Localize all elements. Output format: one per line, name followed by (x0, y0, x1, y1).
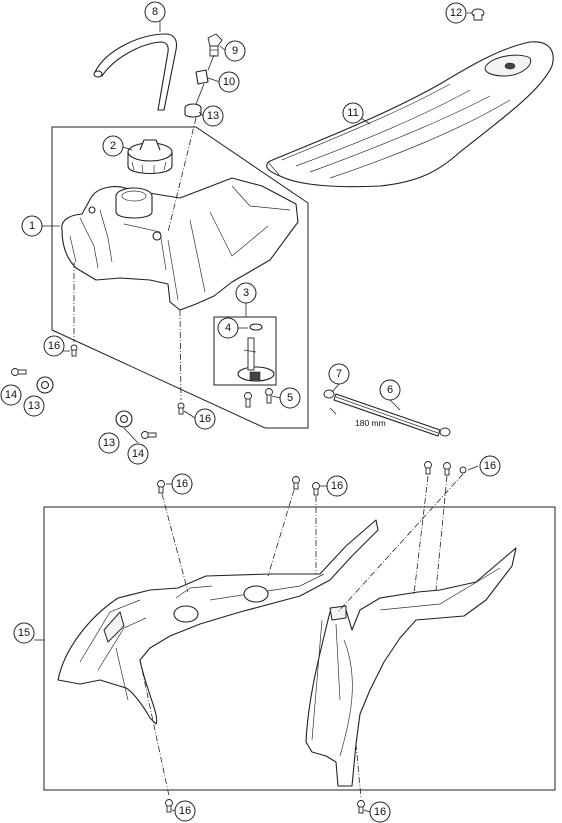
callout-16-panel-top-mid: 16 (326, 475, 348, 497)
svg-text:16: 16 (484, 460, 496, 472)
callout-6: 6 (379, 379, 401, 401)
callout-15: 15 (13, 622, 35, 644)
side-panel-right (305, 547, 517, 787)
tank-screw-16b (177, 402, 185, 415)
panel-dash-2 (267, 489, 295, 577)
tank-screw-16a (70, 344, 78, 357)
panel-dash-8 (355, 743, 362, 799)
valve-leader-line (195, 54, 215, 105)
svg-text:6: 6 (387, 384, 393, 396)
svg-text:5: 5 (287, 392, 293, 404)
callout-13-top: 13 (202, 105, 224, 127)
callout-13-left: 13 (23, 395, 45, 417)
svg-text:15: 15 (18, 627, 30, 639)
callout-16-panel-top-right: 16 (479, 455, 501, 477)
rubber-bushing-top (184, 103, 202, 118)
panel-dash-7 (139, 659, 170, 797)
fuel-tap (237, 337, 275, 382)
svg-text:10: 10 (223, 76, 235, 88)
svg-text:14: 14 (132, 448, 144, 460)
svg-text:13: 13 (103, 437, 115, 449)
svg-text:16: 16 (48, 340, 60, 352)
side-panel-left (57, 519, 379, 725)
vent-dash (167, 117, 197, 233)
callout-16-tank-left: 16 (43, 335, 65, 357)
panel-screw-top-mid2 (312, 482, 320, 496)
svg-text:9: 9 (232, 45, 238, 57)
svg-text:3: 3 (243, 287, 249, 299)
svg-text:8: 8 (152, 6, 158, 18)
fuel-tap-group-frame (213, 316, 277, 386)
svg-text:1: 1 (29, 220, 35, 232)
panel-dash-6 (337, 473, 464, 613)
vent-hose (93, 33, 178, 111)
seat-screw (471, 8, 485, 21)
svg-text:16: 16 (199, 413, 211, 425)
callout-10: 10 (218, 71, 240, 93)
svg-text:7: 7 (336, 368, 342, 380)
svg-text:12: 12 (450, 7, 462, 19)
callout-1: 1 (21, 215, 43, 237)
callout-12: 12 (445, 2, 467, 24)
svg-text:16: 16 (374, 806, 386, 818)
callout-14-left: 14 (0, 384, 22, 406)
o-ring (249, 323, 263, 331)
tank-bushing-left (36, 376, 54, 394)
callout-11: 11 (342, 102, 364, 124)
panel-screw-top-left (157, 480, 165, 494)
svg-text:16: 16 (179, 805, 191, 817)
hose-length-label: 180 mm (355, 418, 386, 428)
svg-text:16: 16 (176, 478, 188, 490)
svg-text:13: 13 (28, 400, 40, 412)
svg-text:11: 11 (347, 107, 358, 119)
svg-text:16: 16 (331, 480, 343, 492)
hose-clamp-right (439, 427, 451, 437)
callout-16-panel-bottom-right: 16 (369, 801, 391, 823)
fuel-tank-group-frame (51, 126, 309, 429)
fuel-tank (61, 177, 299, 311)
svg-text:13: 13 (207, 110, 219, 122)
panel-screw-bottom-right (357, 800, 365, 814)
tap-screws (244, 388, 273, 408)
callout-leaders (34, 12, 479, 813)
callout-16-panel-bottom-left: 16 (174, 800, 196, 822)
callout-16-tank-bottom: 16 (194, 408, 216, 430)
svg-text:14: 14 (5, 389, 17, 401)
callout-3: 3 (235, 282, 257, 304)
callout-4: 4 (217, 317, 239, 339)
svg-text:4: 4 (225, 322, 231, 334)
panel-dash-5 (435, 475, 448, 591)
seat (266, 41, 554, 188)
valve-holder (195, 69, 209, 85)
tank-screw-left (11, 368, 27, 376)
tank-screw-lower (141, 431, 157, 439)
svg-text:2: 2 (110, 140, 116, 152)
fuel-cap (127, 139, 173, 175)
side-panels-group-frame (43, 506, 556, 791)
callout-8: 8 (144, 1, 166, 23)
panel-screw-top-right (424, 461, 467, 476)
callout-16-panel-top-left: 16 (171, 473, 193, 495)
panel-dash-4 (413, 475, 429, 595)
panel-screw-top-mid (292, 476, 300, 490)
callout-9: 9 (224, 40, 246, 62)
callout-14-lower: 14 (127, 443, 149, 465)
callout-5: 5 (279, 387, 301, 409)
breather-valve (207, 33, 223, 57)
dimension-leader (329, 407, 337, 415)
panel-dash-1 (161, 493, 189, 593)
callout-7: 7 (328, 363, 350, 385)
tank-screw-dash-b (179, 309, 182, 401)
panel-screw-bottom-left (165, 799, 173, 813)
tank-bushing-lower (115, 410, 133, 428)
fuel-hose (333, 393, 441, 437)
callout-2: 2 (102, 135, 124, 157)
callout-13-lower: 13 (98, 432, 120, 454)
hose-clamp-left (323, 389, 335, 399)
